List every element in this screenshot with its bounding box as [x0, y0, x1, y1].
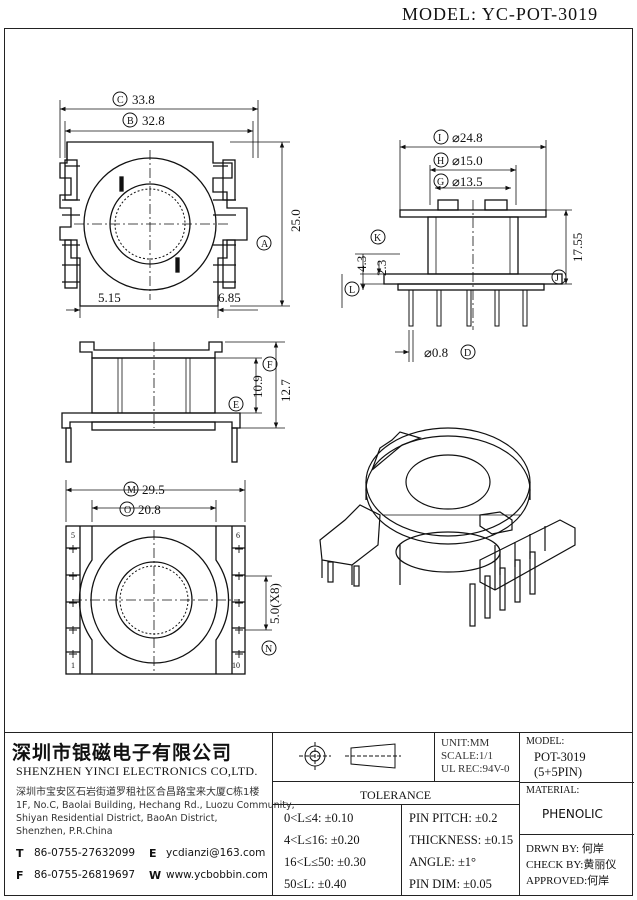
label-letter-k: K	[374, 233, 382, 244]
label-letter-e: E	[233, 400, 239, 411]
dim-j: 17.55	[570, 233, 585, 262]
dim-e: 10.9	[250, 375, 265, 398]
material-value: PHENOLIC	[542, 807, 603, 821]
dim-n: 5.0(X8)	[267, 583, 282, 624]
model-divider-2	[520, 834, 634, 835]
tolerance-row-2-left: 4<L≤16: ±0.20	[284, 833, 360, 847]
fax-label: F	[16, 869, 24, 882]
drawn-by: DRWN BY: 何岸	[526, 843, 604, 855]
model-pins: (5+5PIN)	[534, 765, 583, 779]
web-value: www.ycbobbin.com	[166, 869, 268, 881]
email-label: E	[149, 847, 157, 860]
title-block: 深圳市银磁电子有限公司 SHENZHEN YINCI ELECTRONICS C…	[4, 732, 634, 896]
projection-symbol-icon	[299, 742, 401, 770]
approved-by: APPROVED:何岸	[526, 875, 610, 887]
label-letter-o: O	[124, 505, 131, 516]
pin-number-10: 10	[232, 661, 240, 670]
checked-by: CHECK BY:黄丽仪	[526, 859, 617, 871]
address-en-2: Shiyan Residential District, BaoAn Distr…	[16, 813, 218, 824]
label-letter-d: D	[464, 348, 471, 359]
technical-drawing: C 33.8 B 32.8 A 25.0 5.15 6.85 I ⌀24.8 H…	[59, 91, 585, 675]
dim-m: 29.5	[142, 482, 165, 497]
dim-d: ⌀0.8	[424, 345, 448, 360]
dim-right-pad: 6.85	[218, 290, 241, 305]
pin-number-5: 5	[71, 531, 75, 540]
address-en-1: 1F, No.C, Baolai Building, Hechang Rd., …	[16, 800, 295, 811]
units-box: UNIT:MM SCALE:1/1 UL REC:94V-0	[434, 732, 519, 782]
label-letter-j: J	[555, 273, 559, 284]
model-column: MODEL: POT-3019 (5+5PIN) MATERIAL: PHENO…	[519, 732, 634, 896]
company-name-cn: 深圳市银磁电子有限公司	[12, 742, 233, 764]
dim-h: ⌀15.0	[452, 153, 483, 168]
bottom-view	[65, 480, 272, 675]
tolerance-row-4-right: PIN DIM: ±0.05	[409, 877, 492, 891]
label-letter-a: A	[261, 239, 269, 250]
unit-text: UNIT:MM	[441, 737, 490, 749]
pin-number-1: 1	[71, 661, 75, 670]
dim-k: 2.3	[374, 260, 389, 276]
dim-g: ⌀13.5	[452, 174, 483, 189]
label-letter-c: C	[117, 95, 124, 106]
label-letter-h: H	[437, 156, 444, 167]
fax-value: 86-0755-26819697	[34, 869, 136, 881]
dim-o: 20.8	[138, 502, 161, 517]
tolerance-title: TOLERANCE	[359, 788, 432, 802]
label-letter-l: L	[349, 285, 355, 296]
tolerance-row-3-right: ANGLE: ±1°	[409, 855, 477, 869]
model-title: MODEL: YC-POT-3019	[402, 4, 599, 24]
pin-number-6: 6	[236, 531, 240, 540]
dim-f: 12.7	[278, 379, 293, 402]
address-cn: 深圳市宝安区石岩街道罗租社区合昌路宝来大厦C栋1楼	[16, 787, 260, 798]
tolerance-right-col: PIN PITCH: ±0.2 THICKNESS: ±0.15 ANGLE: …	[402, 804, 519, 896]
tolerance-row-1-left: 0<L≤4: ±0.10	[284, 811, 354, 825]
drawing-frame	[4, 28, 633, 896]
title-block-border	[4, 732, 633, 896]
tolerance-row-1-right: PIN PITCH: ±0.2	[409, 811, 498, 825]
scale-text: SCALE:1/1	[441, 750, 493, 762]
projection-symbol-box	[272, 732, 434, 782]
email-value: ycdianzi@163.com	[166, 847, 266, 859]
dim-l: 4.3	[354, 256, 369, 272]
ul-text: UL REC:94V-0	[441, 763, 510, 775]
address-en-3: Shenzhen, P.R.China	[16, 826, 113, 837]
tel-label: T	[16, 847, 24, 860]
label-letter-n: N	[265, 644, 272, 655]
model-label: MODEL:	[526, 736, 565, 747]
dim-i: ⌀24.8	[452, 130, 483, 145]
side-view	[341, 140, 572, 362]
top-view	[59, 100, 290, 318]
isometric-view	[319, 427, 576, 627]
web-label: W	[149, 869, 162, 882]
tel-value: 86-0755-27632099	[34, 847, 136, 859]
dim-left-pad: 5.15	[98, 290, 121, 305]
label-letter-b: B	[127, 116, 134, 127]
dim-b: 32.8	[142, 113, 165, 128]
tolerance-box	[272, 782, 519, 896]
label-letter-m: M	[127, 485, 136, 496]
dim-c: 33.8	[132, 92, 155, 107]
label-letter-f: F	[267, 360, 273, 371]
dim-a: 25.0	[288, 209, 303, 232]
label-letter-g: G	[437, 177, 444, 188]
company-name-en: SHENZHEN YINCI ELECTRONICS CO,LTD.	[16, 764, 258, 778]
front-view	[61, 341, 285, 463]
tolerance-row-2-right: THICKNESS: ±0.15	[409, 833, 514, 847]
tolerance-row-3-left: 16<L≤50: ±0.30	[284, 855, 366, 869]
model-value: POT-3019	[534, 750, 586, 764]
model-divider-1	[520, 782, 634, 783]
tolerance-row-4-left: 50≤L: ±0.40	[284, 877, 347, 891]
material-label: MATERIAL:	[526, 785, 580, 796]
tolerance-left-col: 0<L≤4: ±0.10 4<L≤16: ±0.20 16<L≤50: ±0.3…	[272, 804, 402, 896]
label-letter-i: I	[438, 133, 441, 144]
